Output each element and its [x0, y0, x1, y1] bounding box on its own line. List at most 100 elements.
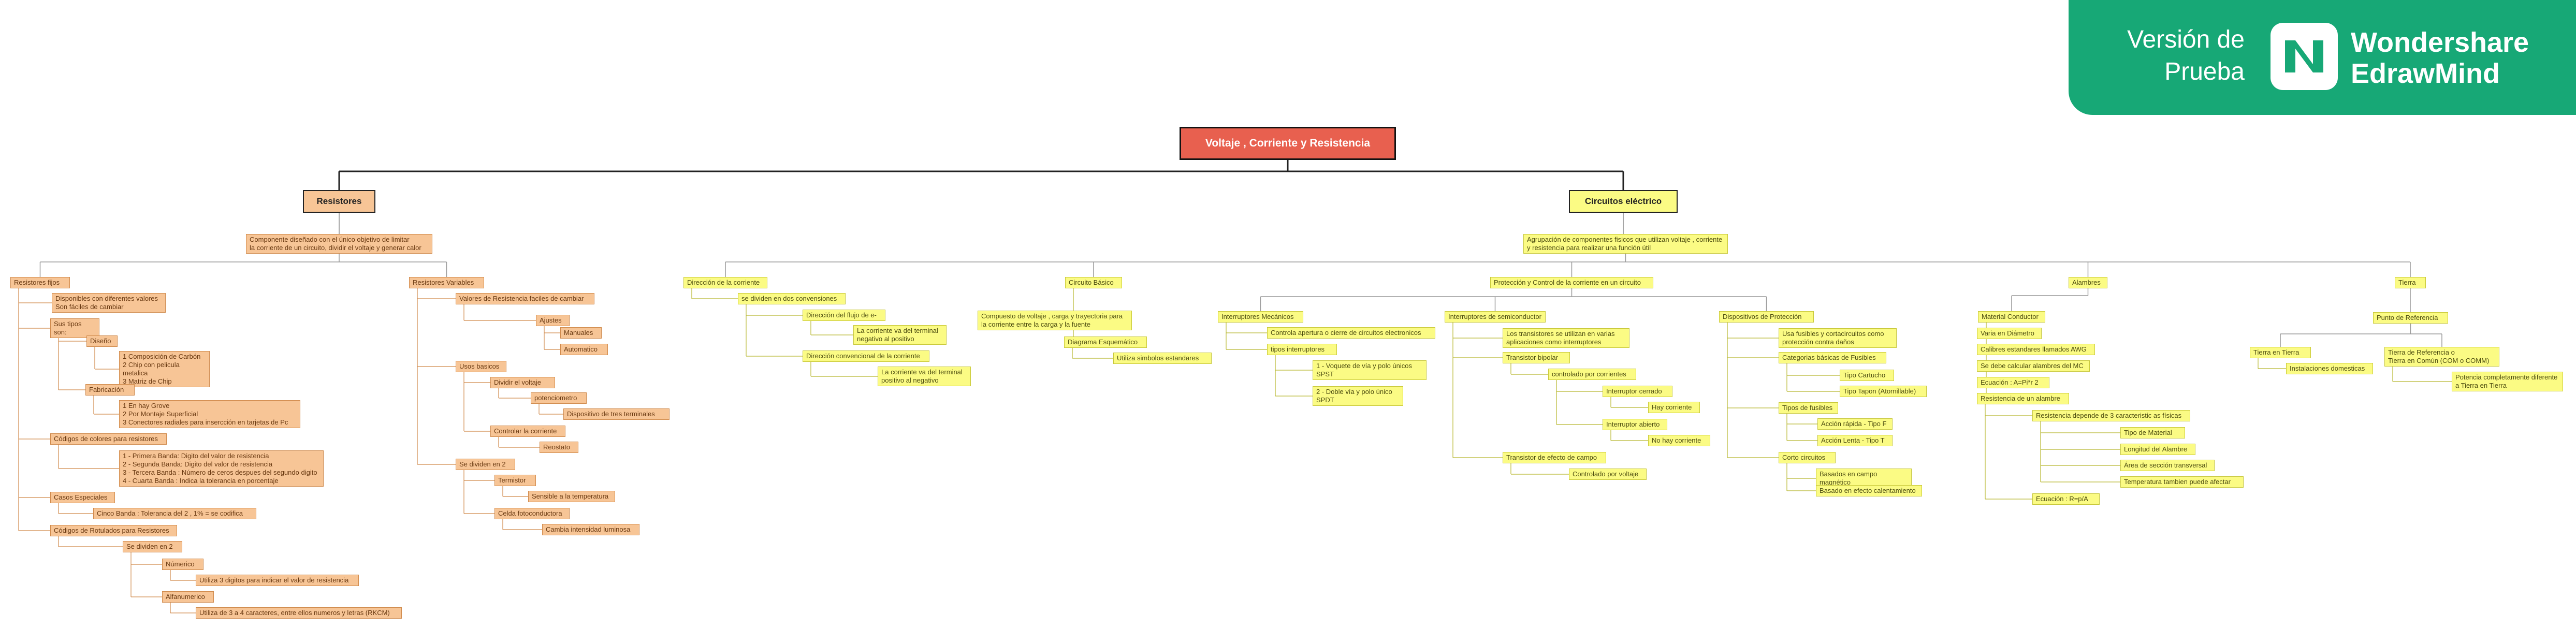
root-topic[interactable]: Voltaje , Corriente y Resistencia — [1180, 127, 1396, 160]
node-potenciometro[interactable]: potenciometro — [531, 392, 587, 404]
node-fabricacion[interactable]: Fabricación — [85, 384, 135, 396]
node-usa-fusibles[interactable]: Usa fusibles y cortacircuitos como prote… — [1779, 328, 1897, 348]
resistores-summary[interactable]: Componente diseñado con el único objetiv… — [246, 234, 432, 254]
node-interruptor-cerrado[interactable]: Interruptor cerrado — [1603, 386, 1672, 397]
node-area-seccion[interactable]: Área de sección transversal — [2120, 460, 2215, 471]
node-categorias-fusibles[interactable]: Categorias básicas de Fusibles — [1779, 352, 1886, 363]
node-cinco-banda[interactable]: Cinco Banda : Tolerancia del 2 , 1% = se… — [93, 508, 256, 519]
node-no-hay-corriente[interactable]: No hay corriente — [1648, 435, 1710, 446]
node-alfanumerico-item[interactable]: Utiliza de 3 a 4 caracteres, entre ellos… — [196, 607, 402, 619]
node-tipo-material[interactable]: Tipo de Material — [2120, 427, 2185, 438]
node-utiliza-simbolos[interactable]: Utiliza simbolos estandares — [1113, 353, 1212, 364]
node-corto-circuitos[interactable]: Corto circuitos — [1779, 452, 1836, 463]
node-se-dividen-convensiones[interactable]: se dividen en dos convensiones — [738, 293, 846, 304]
node-diseno[interactable]: Diseño — [86, 335, 118, 347]
node-dispositivo-tres[interactable]: Dispositivo de tres terminales — [563, 408, 670, 420]
node-controla-apertura[interactable]: Controla apertura o cierre de circuitos … — [1267, 327, 1435, 339]
node-tierra-referencia[interactable]: Tierra de Referencia o Tierra en Común (… — [2384, 347, 2499, 367]
subtopic-resistores-variables[interactable]: Resistores Variables — [409, 277, 484, 288]
subtopic-circuito-basico[interactable]: Circuito Básico — [1065, 277, 1122, 288]
subtopic-material-conductor[interactable]: Material Conductor — [1978, 311, 2045, 323]
node-sus-tipos[interactable]: Sus tipos son: — [50, 318, 99, 338]
node-basado-calentamiento[interactable]: Basado en efecto calentamiento — [1816, 485, 1922, 496]
node-controlado-voltaje[interactable]: Controlado por voltaje — [1569, 469, 1647, 480]
node-dispositivos-proteccion[interactable]: Dispositivos de Protección — [1719, 311, 1814, 323]
node-potencia-diferente[interactable]: Potencia completamente diferente a Tierr… — [2452, 372, 2563, 391]
node-casos-especiales[interactable]: Casos Especiales — [50, 492, 115, 503]
subtopic-direccion-corriente[interactable]: Dirección de la corriente — [683, 277, 767, 288]
node-calibres-awg[interactable]: Calibres estandares llamados AWG — [1977, 344, 2095, 355]
node-tipos-fusibles[interactable]: Tipos de fusibles — [1779, 402, 1838, 414]
node-convencional-item[interactable]: La corriente va del terminal positivo al… — [878, 367, 971, 386]
subtopic-proteccion-control[interactable]: Protección y Control de la corriente en … — [1490, 277, 1653, 288]
node-automatico[interactable]: Automatico — [560, 344, 608, 355]
node-manuales[interactable]: Manuales — [560, 327, 602, 339]
node-punto-referencia[interactable]: Punto de Referencia — [2373, 312, 2448, 324]
node-longitud-alambre[interactable]: Longitud del Alambre — [2120, 444, 2195, 455]
node-alfanumerico[interactable]: Alfanumerico — [162, 591, 214, 603]
node-hay-corriente[interactable]: Hay corriente — [1648, 402, 1700, 413]
node-se-debe-calcular[interactable]: Se debe calcular alambres del MC — [1977, 360, 2090, 372]
node-interruptores-mecanicos[interactable]: Interruptores Mecánicos — [1218, 311, 1303, 323]
node-numerico[interactable]: Númerico — [162, 559, 203, 570]
node-controlar-corriente[interactable]: Controlar la corriente — [490, 426, 565, 437]
circuitos-summary[interactable]: Agrupación de componentes fisicos que ut… — [1523, 234, 1728, 254]
node-direccion-convencional[interactable]: Dirección convencional de la corriente — [803, 350, 929, 362]
node-termistor[interactable]: Termistor — [494, 475, 536, 486]
node-direccion-flujo[interactable]: Dirección del flujo de e- — [803, 310, 885, 321]
node-fabricacion-items[interactable]: 1 En hay Grove 2 Por Montaje Superficial… — [119, 400, 300, 428]
node-tipo-tapon[interactable]: Tipo Tapon (Atornillable) — [1840, 386, 1927, 397]
node-temperatura[interactable]: Temperatura tambien puede afectar — [2120, 476, 2244, 488]
node-reostato[interactable]: Reostato — [540, 442, 578, 453]
subtopic-resistores-fijos[interactable]: Resistores fijos — [10, 277, 70, 288]
node-diagrama-esquematico[interactable]: Diagrama Esquemático — [1064, 337, 1147, 348]
node-ajustes[interactable]: Ajustes — [536, 315, 570, 326]
node-accion-lenta[interactable]: Acción Lenta - Tipo T — [1817, 435, 1893, 446]
node-dividir-voltaje[interactable]: Dividir el voltaje — [490, 377, 555, 388]
node-transistor-bipolar[interactable]: Transistor bipolar — [1503, 352, 1570, 363]
topic-resistores[interactable]: Resistores — [303, 190, 375, 213]
node-tipo-spst[interactable]: 1 - Voquete de vía y polo únicos SPST — [1313, 360, 1427, 380]
node-tierra-en-tierra[interactable]: Tierra en Tierra — [2250, 347, 2311, 358]
node-se-dividen-en-2[interactable]: Se dividen en 2 — [123, 541, 182, 552]
node-numerico-item[interactable]: Utiliza 3 digitos para indicar el valor … — [196, 575, 359, 586]
node-instalaciones-domesticas[interactable]: Instalaciones domesticas — [2286, 363, 2373, 374]
node-flujo-item[interactable]: La corriente va del terminal negativo al… — [853, 325, 947, 345]
node-tipo-cartucho[interactable]: Tipo Cartucho — [1840, 370, 1894, 381]
node-valores-resistencia[interactable]: Valores de Resistencia faciles de cambia… — [456, 293, 594, 304]
node-codigos-items[interactable]: 1 - Primera Banda: Digito del valor de r… — [119, 450, 324, 487]
node-varia-diametro[interactable]: Varia en Diámetro — [1977, 328, 2042, 339]
node-se-dividen-en-2-var[interactable]: Se dividen en 2 — [456, 459, 515, 470]
node-disponibles[interactable]: Disponibles con diferentes valores Son f… — [52, 293, 166, 313]
node-ecuacion-area[interactable]: Ecuación : A=Pi*r 2 — [1977, 377, 2049, 388]
node-diseno-items[interactable]: 1 Composición de Carbón 2 Chip con pelic… — [119, 351, 210, 387]
node-transistores-interruptores[interactable]: Los transistores se utilizan en varias a… — [1503, 328, 1629, 348]
node-basados-campo[interactable]: Basados en campo magnético — [1816, 469, 1912, 488]
node-resistencia-alambre[interactable]: Resistencia de un alambre — [1977, 393, 2069, 404]
brand-name-text: Wondershare EdrawMind — [2351, 27, 2529, 89]
node-tipos-interruptores[interactable]: tipos interruptores — [1267, 344, 1337, 355]
node-cambia-intensidad[interactable]: Cambia intensidad luminosa — [542, 524, 639, 535]
node-tipo-spdt[interactable]: 2 - Doble vía y polo único SPDT — [1313, 386, 1403, 406]
node-accion-rapida[interactable]: Acción rápida - Tipo F — [1817, 418, 1893, 430]
trial-version-text: Versión de Prueba — [2127, 26, 2245, 85]
node-sensible-temperatura[interactable]: Sensible a la temperatura — [528, 491, 615, 502]
node-interruptores-semiconductor[interactable]: Interruptores de semiconductor — [1445, 311, 1546, 323]
node-codigos-rotulados[interactable]: Códigos de Rotulados para Resistores — [50, 525, 177, 536]
node-compuesto-voltaje[interactable]: Compuesto de voltaje , carga y trayector… — [978, 311, 1132, 330]
subtopic-alambres[interactable]: Alambres — [2069, 277, 2107, 288]
node-usos-basicos[interactable]: Usos basicos — [456, 361, 506, 372]
subtopic-tierra[interactable]: Tierra — [2395, 277, 2426, 288]
node-codigos-colores[interactable]: Códigos de colores para resistores — [50, 433, 167, 445]
edrawmind-logo-icon — [2271, 23, 2338, 90]
node-controlado-corrientes[interactable]: controlado por corrientes — [1548, 369, 1636, 380]
node-celda-fotoconductora[interactable]: Celda fotoconductora — [494, 508, 570, 519]
node-ecuacion-r[interactable]: Ecuación : R=p/A — [2032, 493, 2100, 505]
topic-circuitos-electrico[interactable]: Circuitos eléctrico — [1569, 190, 1678, 213]
node-resistencia-depende[interactable]: Resistencia depende de 3 caracteristic a… — [2032, 410, 2190, 421]
node-interruptor-abierto[interactable]: Interruptor abierto — [1603, 419, 1667, 430]
node-transistor-efecto-campo[interactable]: Transistor de efecto de campo — [1503, 452, 1606, 463]
trial-watermark-badge: Versión de Prueba Wondershare EdrawMind — [2069, 0, 2576, 115]
